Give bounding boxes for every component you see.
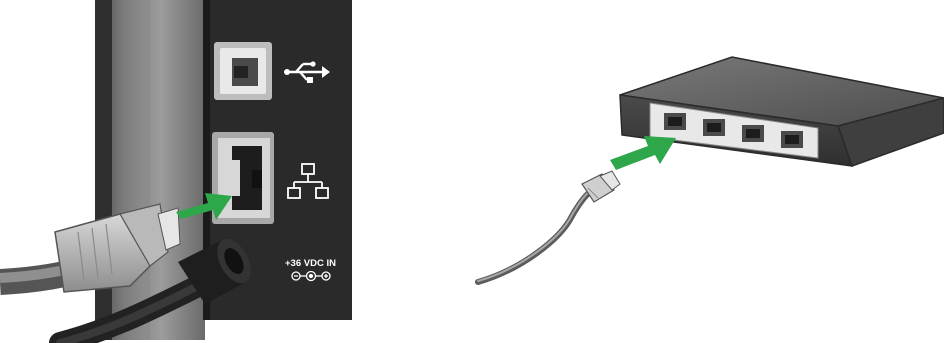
switch-port [664,113,686,130]
printer-rear-panel-illustration: +36 VDC IN [0,0,352,343]
switch-port [781,131,803,148]
power-input-label: +36 VDC IN [285,258,336,269]
usb-port [214,42,272,100]
switch-port [703,119,725,136]
switch-port [742,125,764,142]
switch-ethernet-cable [478,191,590,282]
network-switch-illustration [478,57,944,282]
arrow-right-icon [610,136,676,170]
